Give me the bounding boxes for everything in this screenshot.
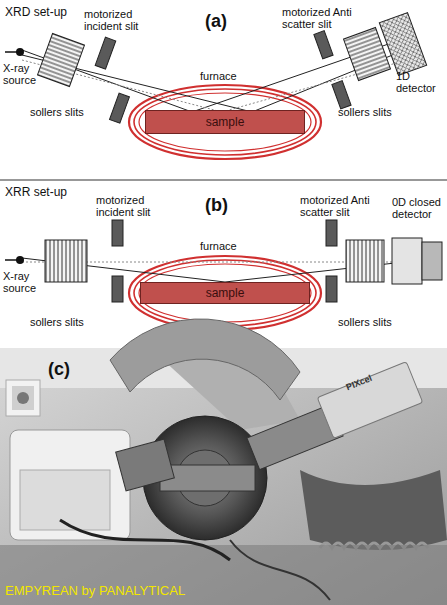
xrd-panel [5,13,427,159]
panel-title: XRD set-up [5,6,95,19]
separator [0,179,447,180]
slit-label: motorized Anti scatter slit [300,194,382,218]
furnace-rings [129,256,321,330]
1d-detector [379,13,426,76]
slit-label: motorized incident slit [96,194,164,218]
panel-letter: (a) [205,12,245,32]
soller-label: sollers slits [338,316,418,328]
panel-title: XRR set-up [5,186,95,199]
detector-label: 1D detector [396,70,444,94]
soller-slit [45,240,87,282]
instrument-name: EMPYREAN by PANALYTICAL [5,584,305,598]
soller-label: sollers slits [338,106,418,118]
incident-slit [112,276,123,302]
inset-thumbnail [6,380,40,416]
anti-scatter-slit [326,220,337,246]
incident-slit [95,37,116,69]
furnace-label: furnace [200,70,260,82]
node-text: sample [206,115,245,129]
soller-label: sollers slits [30,106,110,118]
node-text: sample [206,286,245,300]
slit-label: motorized incident slit [84,8,152,32]
source-label: X-ray source [3,270,47,294]
sample-box: sample [140,282,310,304]
soller-slit [38,34,85,87]
instrument-photo [0,319,447,605]
anti-scatter-slit [332,81,351,109]
anti-scatter-slit [326,276,337,302]
incident-slit [112,220,123,246]
panel-letter: (b) [205,196,245,216]
incident-slit [110,93,130,123]
soller-label: sollers slits [30,316,110,328]
soller-slit [346,240,384,282]
anti-scatter-slit [314,31,333,59]
furnace-label: furnace [200,240,260,252]
source-label: X-ray source [3,62,47,86]
xrr-panel [5,220,442,330]
slit-label: motorized Anti scatter slit [282,6,364,30]
panel-letter: (c) [48,360,88,380]
detector-label: 0D closed detector [392,196,442,220]
0d-detector [422,242,442,280]
0d-detector [392,238,422,284]
sample-box: sample [145,110,305,134]
